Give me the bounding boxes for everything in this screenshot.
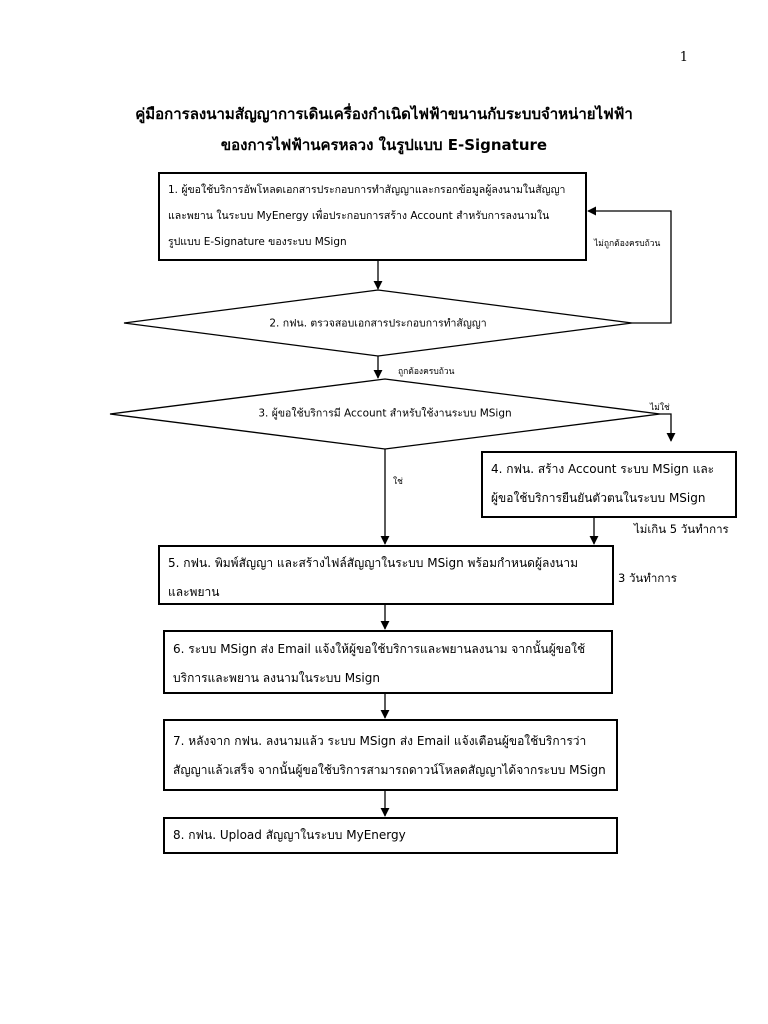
step-4-box: 4. กฟน. สร้าง Account ระบบ MSign และ ผู้… [481,451,737,518]
step-4-duration: ไม่เกิน 5 วันทำการ [634,522,729,536]
step-3-label: 3. ผู้ขอใช้บริการมี Account สำหรับใช้งาน… [258,407,512,420]
step-4-text-line-2: ผู้ขอใช้บริการยืนยันตัวตนในระบบ MSign [491,491,706,505]
edge-label-no: ไม่ใช่ [650,403,670,413]
page-number: 1 [679,50,688,65]
step-8-box: 8. กฟน. Upload สัญญาในระบบ MyEnergy [163,817,618,854]
step-6-text-line-1: 6. ระบบ MSign ส่ง Email แจ้งให้ผู้ขอใช้บ… [173,642,586,656]
document-title-line-2: ของการไฟฟ้านครหลวง ในรูปแบบ E-Signature [220,136,548,154]
step-5-text-line-1: 5. กฟน. พิมพ์สัญญา และสร้างไฟล์สัญญาในระ… [168,556,579,570]
step-1-text-line-1: 1. ผู้ขอใช้บริการอัพโหลดเอกสารประกอบการท… [168,184,566,196]
edge-label-incomplete: ไม่ถูกต้องครบถ้วน [594,239,661,249]
step-7-text-line-1: 7. หลังจาก กฟน. ลงนามแล้ว ระบบ MSign ส่ง… [173,734,587,748]
step-6-box: 6. ระบบ MSign ส่ง Email แจ้งให้ผู้ขอใช้บ… [163,630,613,694]
step-7-box: 7. หลังจาก กฟน. ลงนามแล้ว ระบบ MSign ส่ง… [163,719,618,791]
arrow-step3-to-step4 [660,413,676,442]
edge-label-yes: ใช่ [393,477,403,487]
step-1-text-line-2: และพยาน ในระบบ MyEnergy เพื่อประกอบการสร… [168,210,550,222]
arrow-step2-back-to-step1 [587,206,672,324]
step-1-text-line-3: รูปแบบ E-Signature ของระบบ MSign [168,236,347,248]
step-4-text-line-1: 4. กฟน. สร้าง Account ระบบ MSign และ [491,462,715,476]
step-6-text-line-2: บริการและพยาน ลงนามในระบบ Msign [173,671,380,685]
step-5-text-line-2: และพยาน [168,585,220,599]
step-8-text: 8. กฟน. Upload สัญญาในระบบ MyEnergy [173,828,406,842]
step-5-box: 5. กฟน. พิมพ์สัญญา และสร้างไฟล์สัญญาในระ… [158,545,614,605]
edge-label-complete: ถูกต้องครบถ้วน [398,367,455,377]
document-title-line-1: คู่มือการลงนามสัญญาการเดินเครื่องกำเนิดไ… [135,105,633,123]
step-2-label: 2. กฟน. ตรวจสอบเอกสารประกอบการทำสัญญา [269,317,487,330]
step-1-box: 1. ผู้ขอใช้บริการอัพโหลดเอกสารประกอบการท… [158,172,587,261]
step-5-duration: 3 วันทำการ [618,571,677,585]
step-7-text-line-2: สัญญาแล้วเสร็จ จากนั้นผู้ขอใช้บริการสามา… [173,763,606,777]
